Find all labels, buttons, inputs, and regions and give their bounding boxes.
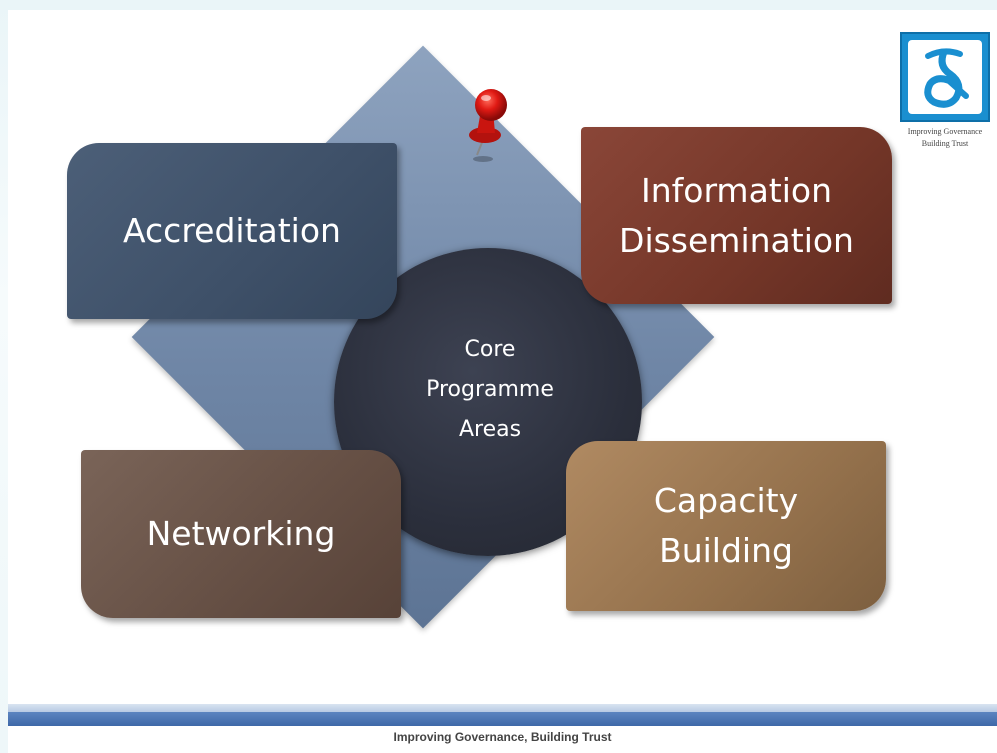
footer-tagline: Improving Governance, Building Trust [393, 730, 612, 744]
center-line-1: Core [464, 337, 516, 362]
information-dissemination-box: Information Dissemination [581, 127, 892, 304]
logo-caption-line1: Improving Governance [907, 127, 983, 136]
footer-bar [8, 712, 997, 726]
pushpin-icon [469, 89, 507, 162]
center-label: Core Programme Areas [390, 330, 590, 450]
networking-label: Networking [146, 514, 336, 553]
capacity-building-box: Capacity Building [566, 441, 886, 611]
logo-mark [908, 40, 982, 114]
logo-glyph-icon [924, 48, 969, 108]
center-line-3: Areas [458, 417, 522, 442]
accreditation-label: Accreditation [123, 211, 341, 250]
organization-logo [900, 32, 990, 122]
logo-caption-line2: Building Trust [921, 139, 969, 148]
accreditation-box: Accreditation [67, 143, 397, 319]
information-label-line2: Dissemination [619, 220, 854, 260]
footer-bar-highlight [8, 704, 997, 712]
logo-caption: Improving Governance Building Trust [895, 126, 995, 150]
information-label-line1: Information [640, 170, 833, 210]
capacity-label-line1: Capacity [653, 481, 799, 520]
networking-box: Networking [81, 450, 401, 618]
center-line-2: Programme [426, 377, 554, 402]
capacity-label-line2: Building [659, 531, 793, 570]
